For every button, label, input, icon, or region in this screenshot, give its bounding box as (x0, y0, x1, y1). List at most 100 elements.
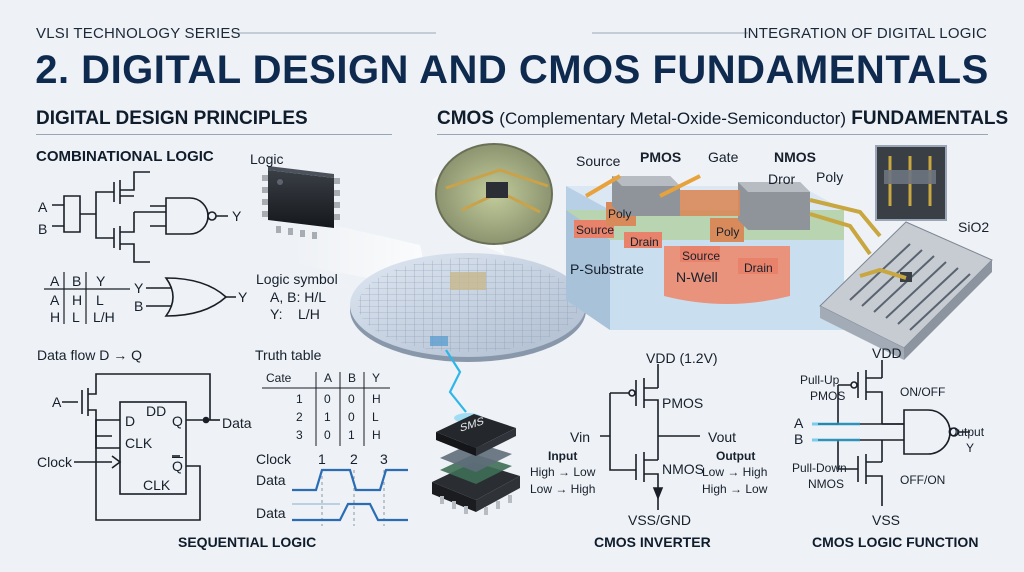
xs-source-left: Source (576, 223, 615, 237)
tt-r2-a: H (50, 309, 61, 325)
xs-gate: Gate (708, 149, 739, 165)
truth-r3-c2: 1 (348, 428, 355, 442)
logic-symbol-title: Logic symbol (256, 271, 338, 287)
inv-input-1: High → Low (530, 465, 596, 479)
lf-input-a: A (794, 415, 804, 431)
lf-output-y: Y (966, 441, 975, 455)
truth-r1-c3: H (372, 392, 381, 406)
inv-vdd: VDD (1.2V) (646, 350, 718, 366)
truth-table-grid (262, 372, 390, 446)
truth-r1-c2: 0 (348, 392, 355, 406)
cmos-heading-light: (Complementary Metal-Oxide-Semiconductor… (499, 109, 847, 128)
timing-data1-label: Data (256, 472, 286, 488)
tt-head-y: Y (96, 273, 106, 289)
left-heading-rule (36, 134, 392, 135)
inv-output-2: High → Low (702, 482, 768, 496)
ff-clk: CLK (125, 435, 153, 451)
xs-poly-2: Poly (716, 225, 740, 239)
timing-tick-2: 2 (350, 451, 358, 467)
xs-drain-left: Drain (630, 235, 659, 249)
timing-clock-label: Clock (256, 451, 292, 467)
xs-poly-top: Poly (816, 169, 844, 185)
or-output: Y (238, 289, 248, 305)
lf-pulldown-1: Pull-Down (792, 461, 847, 475)
truth-head-a: A (324, 371, 333, 385)
ff-d: D (125, 413, 136, 429)
xs-drain-right: Drain (744, 261, 773, 275)
xs-pmos: PMOS (640, 149, 682, 165)
truth-r2-c0: 2 (296, 410, 303, 424)
input-glow (812, 422, 860, 442)
sequential-schematic (62, 373, 220, 521)
truth-r2-c1: 1 (324, 410, 331, 424)
seq-input-a: A (52, 394, 62, 410)
tt-r2-b: L (72, 309, 80, 325)
inv-vin: Vin (570, 429, 590, 445)
lf-output: Output (948, 425, 985, 439)
logicfn-title: CMOS LOGIC FUNCTION (812, 534, 979, 550)
inv-output-title: Output (716, 449, 756, 463)
truth-r1-c0: 1 (296, 392, 303, 406)
tt-r2-y: L/H (93, 309, 115, 325)
truth-head-cate: Cate (266, 371, 292, 385)
lf-onoff: ON/OFF (900, 385, 946, 399)
timing-tick-1: 1 (318, 451, 326, 467)
inv-vout: Vout (708, 429, 737, 445)
xs-source-right: Source (682, 249, 721, 263)
tt-r1-a: A (50, 292, 60, 308)
inverter-schematic (600, 364, 700, 510)
lf-input-b: B (794, 431, 804, 447)
die-layout (819, 221, 993, 360)
lf-pullup-1: Pull-Up (800, 373, 840, 387)
ff-clk2: CLK (143, 477, 171, 493)
page-title: 2. DIGITAL DESIGN AND CMOS FUNDAMENTALS (35, 48, 989, 92)
logic-symbol-line1: A, B: H/L (270, 289, 327, 305)
ff-dd: DD (146, 403, 167, 419)
inverter-title: CMOS INVERTER (594, 534, 711, 550)
micrograph-inset (875, 145, 947, 221)
combinational-title: COMBINATIONAL LOGIC (36, 148, 214, 165)
inv-nmos: NMOS (662, 461, 704, 477)
combinational-schematic (52, 171, 228, 263)
truth-r3-c1: 0 (324, 428, 331, 442)
small-truth-table (44, 272, 130, 324)
lf-vdd: VDD (872, 345, 902, 361)
xs-n-well: N-Well (676, 269, 718, 285)
truth-r3-c3: H (372, 428, 381, 442)
inv-input-2: Low → High (530, 482, 596, 496)
output-y: Y (232, 208, 242, 224)
or-input-b: B (134, 298, 144, 314)
lf-offon: OFF/ON (900, 473, 946, 487)
xs-nmos: NMOS (774, 149, 816, 165)
xs-sio2: SiO2 (958, 219, 990, 235)
logic-symbol-line2: Y: L/H (270, 306, 320, 322)
lf-pulldown-2: NMOS (808, 477, 844, 491)
data-out-label: Data (222, 415, 252, 431)
topic-label: INTEGRATION OF DIGITAL LOGIC (743, 25, 987, 42)
or-input-y: Y (134, 280, 144, 296)
inv-output-1: Low → High (702, 465, 768, 479)
cmos-cross-section (566, 174, 882, 330)
truth-r3-c0: 3 (296, 428, 303, 442)
cmos-heading-bold: CMOS (437, 108, 494, 129)
digital-design-heading: DIGITAL DESIGN PRINCIPLES (36, 108, 308, 129)
sms-chip-stack (432, 414, 520, 515)
xs-p-substrate: P-Substrate (570, 261, 644, 277)
truth-r2-c2: 0 (348, 410, 355, 424)
logicfn-schematic (818, 360, 970, 506)
data-flow-label: Data flow D → Q (37, 347, 143, 363)
truth-head-y: Y (372, 371, 381, 385)
cmos-heading-bold2: FUNDAMENTALS (851, 108, 1009, 129)
truth-head-b: B (348, 371, 357, 385)
xs-poly-1: Poly (608, 207, 632, 221)
lf-vss: VSS (872, 512, 901, 528)
xs-dror: Dror (768, 171, 796, 187)
inv-pmos: PMOS (662, 395, 704, 411)
or-gate (146, 277, 236, 317)
inv-input-title: Input (548, 449, 578, 463)
tt-head-b: B (72, 273, 82, 289)
inv-vss: VSS/GND (628, 512, 692, 528)
ff-qbar: Q (172, 458, 183, 474)
